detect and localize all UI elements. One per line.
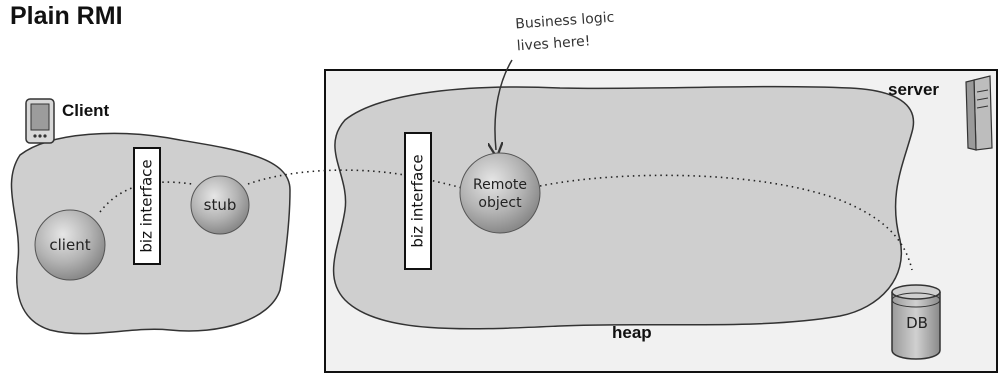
annotation-note: Business logic lives here! (515, 7, 617, 58)
remote-to-db-link (539, 174, 913, 271)
client-biz-interface-label: biz interface (138, 159, 157, 253)
diagram-title: Plain RMI (10, 2, 123, 30)
database-icon (891, 284, 941, 360)
db-label: DB (906, 314, 928, 332)
stub-node-label: stub (203, 196, 237, 214)
server-tower-icon (965, 75, 993, 151)
server-biz-interface-label: biz interface (409, 154, 428, 248)
server-biz-interface: biz interface (404, 132, 432, 270)
client-biz-interface: biz interface (133, 147, 161, 265)
client-label: Client (62, 101, 110, 120)
client-node-label: client (49, 236, 91, 254)
remote-object-label: Remote object (466, 176, 534, 212)
server-label: server (888, 80, 940, 99)
heap-blob (332, 85, 915, 330)
client-to-stub-link (99, 181, 193, 213)
remote-object-line-2: object (478, 195, 522, 211)
remote-object-line-1: Remote (472, 177, 528, 193)
stub-node (190, 175, 250, 235)
client-node (34, 209, 106, 281)
annotation-arrow (495, 59, 513, 150)
handheld-device-icon (25, 98, 55, 144)
heap-label: heap (612, 323, 652, 342)
stub-to-remote-link (247, 169, 463, 189)
remote-object-node (459, 152, 541, 234)
